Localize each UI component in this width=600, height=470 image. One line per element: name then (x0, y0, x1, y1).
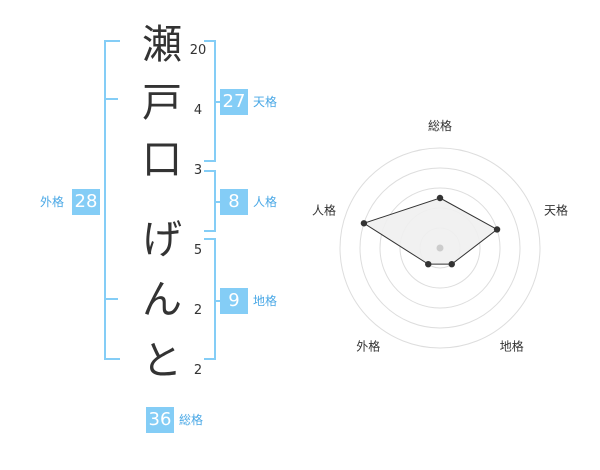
radar-center-dot (436, 244, 444, 252)
gaikaku-bracket-mid (104, 98, 118, 100)
stroke-count-4: 5 (193, 243, 203, 258)
stroke-count-1: 20 (189, 43, 207, 58)
stroke-count-6: 2 (193, 363, 203, 378)
radar-axis-label-1: 総格 (428, 118, 452, 133)
name-char-6: と (142, 338, 182, 384)
gaikaku-bracket (104, 40, 120, 360)
radar-grid-ring (339, 147, 541, 349)
radar-axis-label-5: 人格 (312, 202, 336, 217)
tenkaku-label: 天格 (253, 95, 278, 109)
radar-axis-label-2: 天格 (544, 202, 568, 217)
radar-grid-ring (379, 187, 501, 309)
chikaku-label: 地格 (253, 294, 278, 308)
radar-point-1 (436, 194, 444, 202)
radar-grid-ring (359, 167, 521, 329)
radar-area (362, 197, 498, 265)
gaikaku-label: 外格 (40, 195, 65, 209)
name-char-3: 口 (142, 137, 182, 183)
radar-axis-label-3: 地格 (500, 339, 524, 354)
radar-axis-label-4: 外格 (356, 339, 380, 354)
radar-point-3 (448, 260, 455, 268)
jinkaku-value: 8 (220, 189, 248, 215)
jinkaku-label: 人格 (253, 195, 278, 209)
name-char-5: ん (142, 277, 182, 323)
radar-point-5 (360, 220, 368, 227)
chikaku-value: 9 (220, 288, 248, 314)
name-char-4: げ (142, 217, 182, 263)
gaikaku-bracket-mid (104, 298, 118, 300)
name-char-1: 瀬 (142, 22, 182, 68)
soukaku-value: 36 (146, 407, 174, 433)
soukaku-label: 総格 (179, 413, 204, 427)
name-char-2: 戸 (142, 80, 182, 126)
stroke-count-5: 2 (193, 303, 203, 318)
chikaku-connector (214, 300, 222, 302)
stroke-count-3: 3 (193, 163, 203, 178)
radar-point-4 (425, 260, 432, 268)
gaikaku-value: 28 (72, 189, 100, 215)
tenkaku-connector (214, 101, 222, 103)
chikaku-bracket (204, 238, 216, 360)
tenkaku-value: 27 (220, 89, 248, 115)
jinkaku-connector (214, 201, 222, 203)
radar-point-2 (493, 226, 501, 233)
stroke-count-2: 4 (193, 103, 203, 118)
